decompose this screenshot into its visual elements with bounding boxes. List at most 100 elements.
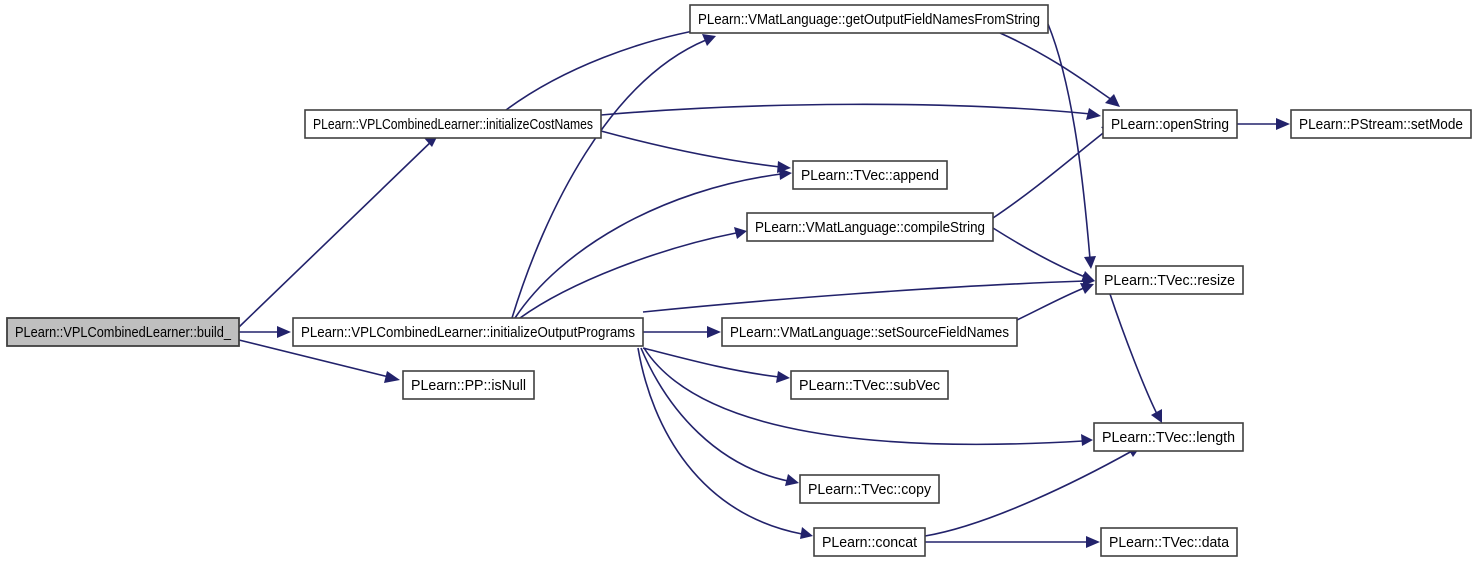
arrow-head-icon	[1081, 271, 1095, 282]
graph-node-copy[interactable]: PLearn::TVec::copy	[799, 474, 940, 504]
edge-initCostNames-to-append	[600, 130, 791, 173]
edge-line	[640, 347, 789, 482]
arrow-head-icon	[1081, 434, 1093, 446]
arrow-head-icon	[785, 474, 799, 486]
node-label: PLearn::VMatLanguage::compileString	[755, 220, 985, 236]
node-label: PLearn::concat	[822, 535, 917, 551]
node-label: PLearn::VPLCombinedLearner::initializeOu…	[301, 325, 635, 341]
edge-compileString-to-resize	[992, 227, 1095, 282]
edge-line	[511, 39, 707, 319]
node-box[interactable]	[813, 527, 926, 557]
edge-build-to-initOutputPrograms	[239, 326, 291, 338]
edge-line	[924, 450, 1133, 537]
node-label: PLearn::TVec::copy	[808, 482, 932, 498]
node-label: PLearn::TVec::resize	[1104, 273, 1235, 289]
edge-line	[643, 347, 1084, 446]
node-box[interactable]	[1102, 109, 1238, 139]
node-box[interactable]	[1093, 422, 1244, 452]
graph-node-append[interactable]: PLearn::TVec::append	[792, 160, 948, 190]
edge-concat-to-data	[925, 536, 1100, 548]
arrow-head-icon	[776, 371, 790, 383]
node-label: PLearn::VPLCombinedLearner::build_	[15, 325, 232, 341]
edge-line	[642, 280, 1086, 313]
node-label: PLearn::VPLCombinedLearner::initializeCo…	[313, 117, 593, 133]
edge-line	[992, 227, 1086, 278]
arrow-head-icon	[1086, 536, 1100, 548]
node-label: PLearn::openString	[1111, 117, 1229, 133]
edge-line	[600, 103, 1092, 116]
edge-initOutputPrograms-to-append	[514, 168, 792, 319]
edge-build-to-initCostNames	[238, 135, 438, 328]
node-box[interactable]	[1290, 109, 1472, 139]
arrow-head-icon	[734, 227, 747, 239]
arrow-head-icon	[800, 527, 813, 539]
edge-resize-to-length	[1109, 293, 1162, 423]
edge-initCostNames-to-openString	[600, 103, 1101, 120]
edge-initOutputPrograms-to-copy	[640, 347, 799, 486]
node-box[interactable]	[402, 370, 535, 400]
graph-node-openString[interactable]: PLearn::openString	[1102, 109, 1238, 139]
node-label: PLearn::TVec::data	[1109, 535, 1230, 551]
node-box[interactable]	[799, 474, 940, 504]
edge-line	[999, 32, 1113, 101]
arrow-head-icon	[707, 326, 721, 338]
node-label: PLearn::VMatLanguage::getOutputFieldName…	[698, 12, 1040, 28]
node-box[interactable]	[1095, 265, 1244, 295]
arrow-head-icon	[1276, 118, 1290, 130]
graph-node-subVec[interactable]: PLearn::TVec::subVec	[790, 370, 949, 400]
node-box[interactable]	[6, 317, 240, 347]
edge-compileString-to-openString	[992, 124, 1115, 219]
node-box[interactable]	[790, 370, 949, 400]
graph-node-resize[interactable]: PLearn::TVec::resize	[1095, 265, 1244, 295]
graph-node-length[interactable]: PLearn::TVec::length	[1093, 422, 1244, 452]
node-box[interactable]	[721, 317, 1018, 347]
edge-line	[1016, 287, 1085, 321]
edge-line	[519, 232, 737, 319]
arrow-head-icon	[1084, 256, 1096, 269]
arrow-head-icon	[1105, 94, 1120, 107]
graph-node-setMode[interactable]: PLearn::PStream::setMode	[1290, 109, 1472, 139]
edges-layer	[238, 20, 1290, 548]
node-label: PLearn::TVec::append	[801, 168, 939, 184]
arrow-head-icon	[702, 34, 716, 46]
arrow-head-icon	[1080, 283, 1094, 294]
node-box[interactable]	[1100, 527, 1238, 557]
edge-line	[642, 347, 780, 378]
graph-node-initCostNames[interactable]: PLearn::VPLCombinedLearner::initializeCo…	[304, 109, 602, 139]
edge-initOutputPrograms-to-concat	[637, 347, 813, 539]
graph-node-build[interactable]: PLearn::VPLCombinedLearner::build_	[6, 317, 240, 347]
node-box[interactable]	[746, 212, 994, 242]
edge-openString-to-setMode	[1237, 118, 1290, 130]
node-label: PLearn::TVec::length	[1102, 430, 1235, 446]
edge-line	[514, 173, 782, 319]
nodes-layer: PLearn::VPLCombinedLearner::build_PLearn…	[6, 4, 1472, 557]
edge-line	[992, 129, 1108, 219]
graph-node-isNull[interactable]: PLearn::PP::isNull	[402, 370, 535, 400]
node-box[interactable]	[304, 109, 602, 139]
edge-getOutputFieldNames-to-openString	[999, 32, 1120, 107]
graph-node-getOutputFieldNames[interactable]: PLearn::VMatLanguage::getOutputFieldName…	[689, 4, 1049, 34]
graph-node-concat[interactable]: PLearn::concat	[813, 527, 926, 557]
graph-node-initOutputPrograms[interactable]: PLearn::VPLCombinedLearner::initializeOu…	[292, 317, 644, 347]
arrow-head-icon	[779, 168, 792, 180]
node-box[interactable]	[792, 160, 948, 190]
node-box[interactable]	[689, 4, 1049, 34]
edge-line	[238, 136, 437, 328]
edge-line	[637, 347, 803, 535]
edge-setSourceFieldNames-to-resize	[1016, 283, 1094, 321]
arrow-head-icon	[1086, 108, 1101, 120]
arrow-head-icon	[1151, 409, 1162, 423]
edge-initOutputPrograms-to-subVec	[642, 347, 790, 383]
graph-node-setSourceFieldNames[interactable]: PLearn::VMatLanguage::setSourceFieldName…	[721, 317, 1018, 347]
edge-initOutputPrograms-to-length	[643, 347, 1093, 446]
arrow-head-icon	[277, 326, 291, 338]
graph-node-compileString[interactable]: PLearn::VMatLanguage::compileString	[746, 212, 994, 242]
edge-line	[505, 25, 723, 111]
node-box[interactable]	[292, 317, 644, 347]
graph-node-data[interactable]: PLearn::TVec::data	[1100, 527, 1238, 557]
edge-getOutputFieldNames-to-resize	[1047, 23, 1096, 269]
edge-initOutputPrograms-to-getOutputFieldNames	[511, 34, 716, 319]
edge-initOutputPrograms-to-compileString	[519, 227, 747, 319]
